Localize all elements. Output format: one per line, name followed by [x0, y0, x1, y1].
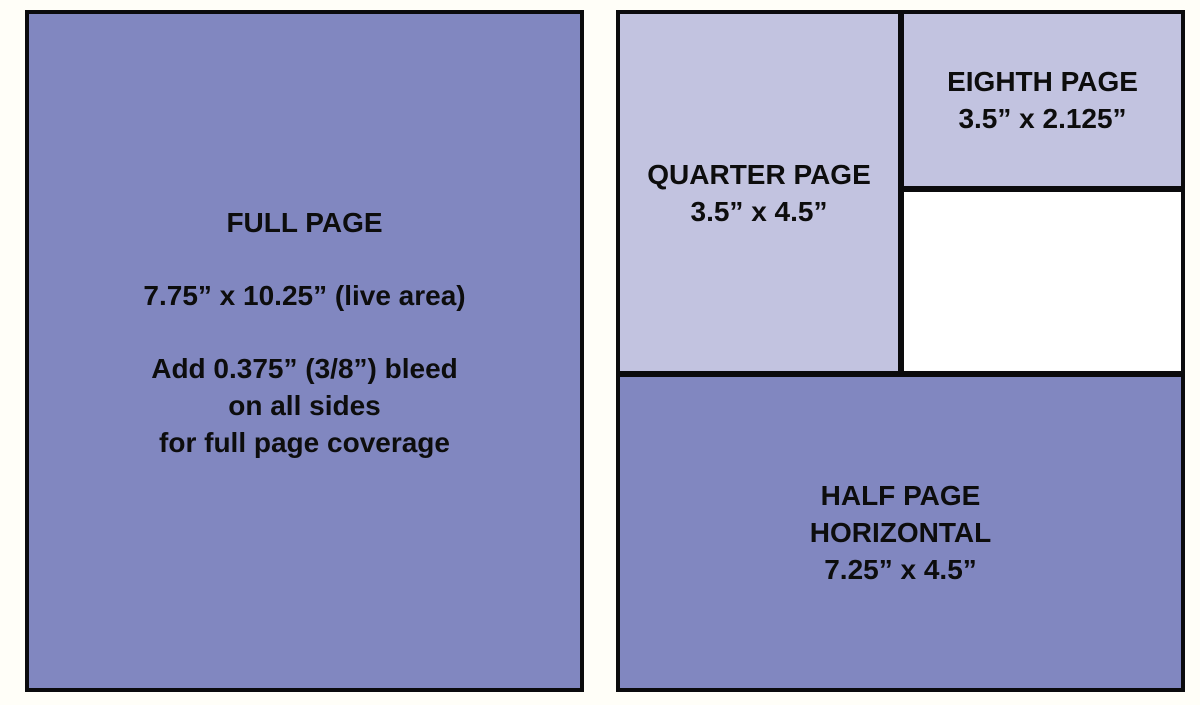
half-page-title-line1: HALF PAGE: [820, 480, 981, 511]
half-page-size: 7.25” x 4.5”: [824, 554, 977, 585]
eighth-page-box: EIGHTH PAGE 3.5” x 2.125”: [904, 14, 1181, 186]
eighth-page-size: 3.5” x 2.125”: [958, 103, 1127, 134]
full-page-bleed-note-line2: on all sides: [228, 389, 381, 421]
half-page-horizontal-box: HALF PAGE HORIZONTAL 7.25” x 4.5”: [620, 377, 1181, 688]
divider-eighth-empty: [898, 186, 1181, 192]
eighth-page-title: EIGHTH PAGE: [947, 66, 1138, 97]
divider-quarter-eighth: [898, 14, 904, 371]
divider-top-half: [620, 371, 1181, 377]
partial-page-grid-box: QUARTER PAGE 3.5” x 4.5” EIGHTH PAGE 3.5…: [616, 10, 1185, 692]
full-page-box: FULL PAGE 7.75” x 10.25” (live area) Add…: [25, 10, 584, 692]
full-page-size: 7.75” x 10.25” (live area): [143, 280, 466, 312]
full-page-bleed-note-line1: Add 0.375” (3/8”) bleed: [151, 353, 458, 385]
empty-slot: [904, 192, 1181, 371]
quarter-page-box: QUARTER PAGE 3.5” x 4.5”: [620, 14, 898, 371]
full-page-title: FULL PAGE: [226, 207, 383, 238]
quarter-page-title: QUARTER PAGE: [647, 158, 871, 190]
quarter-page-size: 3.5” x 4.5”: [690, 195, 828, 227]
full-page-bleed-note-line3: for full page coverage: [159, 426, 450, 458]
half-page-title-line2: HORIZONTAL: [809, 517, 992, 548]
full-page-text: FULL PAGE 7.75” x 10.25” (live area) Add…: [29, 205, 580, 461]
